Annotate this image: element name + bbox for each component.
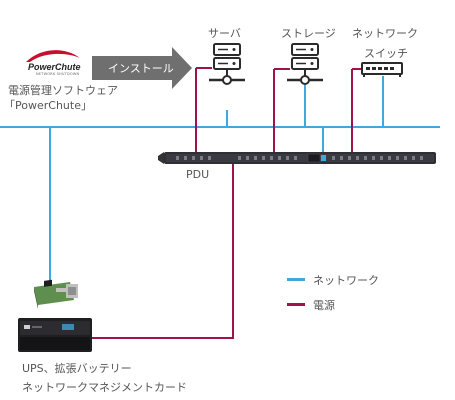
storage-icon xyxy=(287,43,323,85)
network-lines xyxy=(0,76,440,282)
storage-label: ストレージ xyxy=(281,27,336,40)
ups-caption-line1: UPS、拡張バッテリー xyxy=(22,362,132,375)
legend-network-swatch xyxy=(287,278,305,281)
powerchute-logo: PowerChute NETWORK SHUTDOWN xyxy=(22,48,84,78)
power-line-ups xyxy=(90,160,234,339)
ups-unit-icon xyxy=(18,318,92,352)
server-label: サーバ xyxy=(208,27,241,40)
software-caption-line1: 電源管理ソフトウェア xyxy=(8,84,118,97)
logo-subtext: NETWORK SHUTDOWN xyxy=(36,72,80,76)
network-switch-icon xyxy=(361,62,403,77)
legend-network: ネットワーク xyxy=(287,272,407,287)
ups-caption-line2: ネットワークマネジメントカード xyxy=(22,381,187,394)
power-lines xyxy=(90,67,362,339)
install-arrow: インストール xyxy=(92,50,192,86)
install-arrow-shape xyxy=(92,47,192,89)
switch-label-line2: スイッチ xyxy=(364,47,408,60)
switch-label-line1: ネットワーク xyxy=(352,27,418,40)
server-icon xyxy=(209,43,245,85)
logo-wordmark: PowerChute xyxy=(28,62,81,72)
software-caption-line2: 「PowerChute」 xyxy=(4,99,92,112)
pdu-label: PDU xyxy=(186,168,210,181)
legend-power-label: 電源 xyxy=(313,299,335,312)
logo-swoosh-icon xyxy=(26,50,80,62)
legend-power: 電源 xyxy=(287,297,407,312)
network-management-card-icon xyxy=(34,279,78,309)
legend-network-label: ネットワーク xyxy=(313,274,379,287)
install-label: インストール xyxy=(108,62,174,75)
legend-power-swatch xyxy=(287,303,305,306)
pdu-strip xyxy=(158,152,436,164)
